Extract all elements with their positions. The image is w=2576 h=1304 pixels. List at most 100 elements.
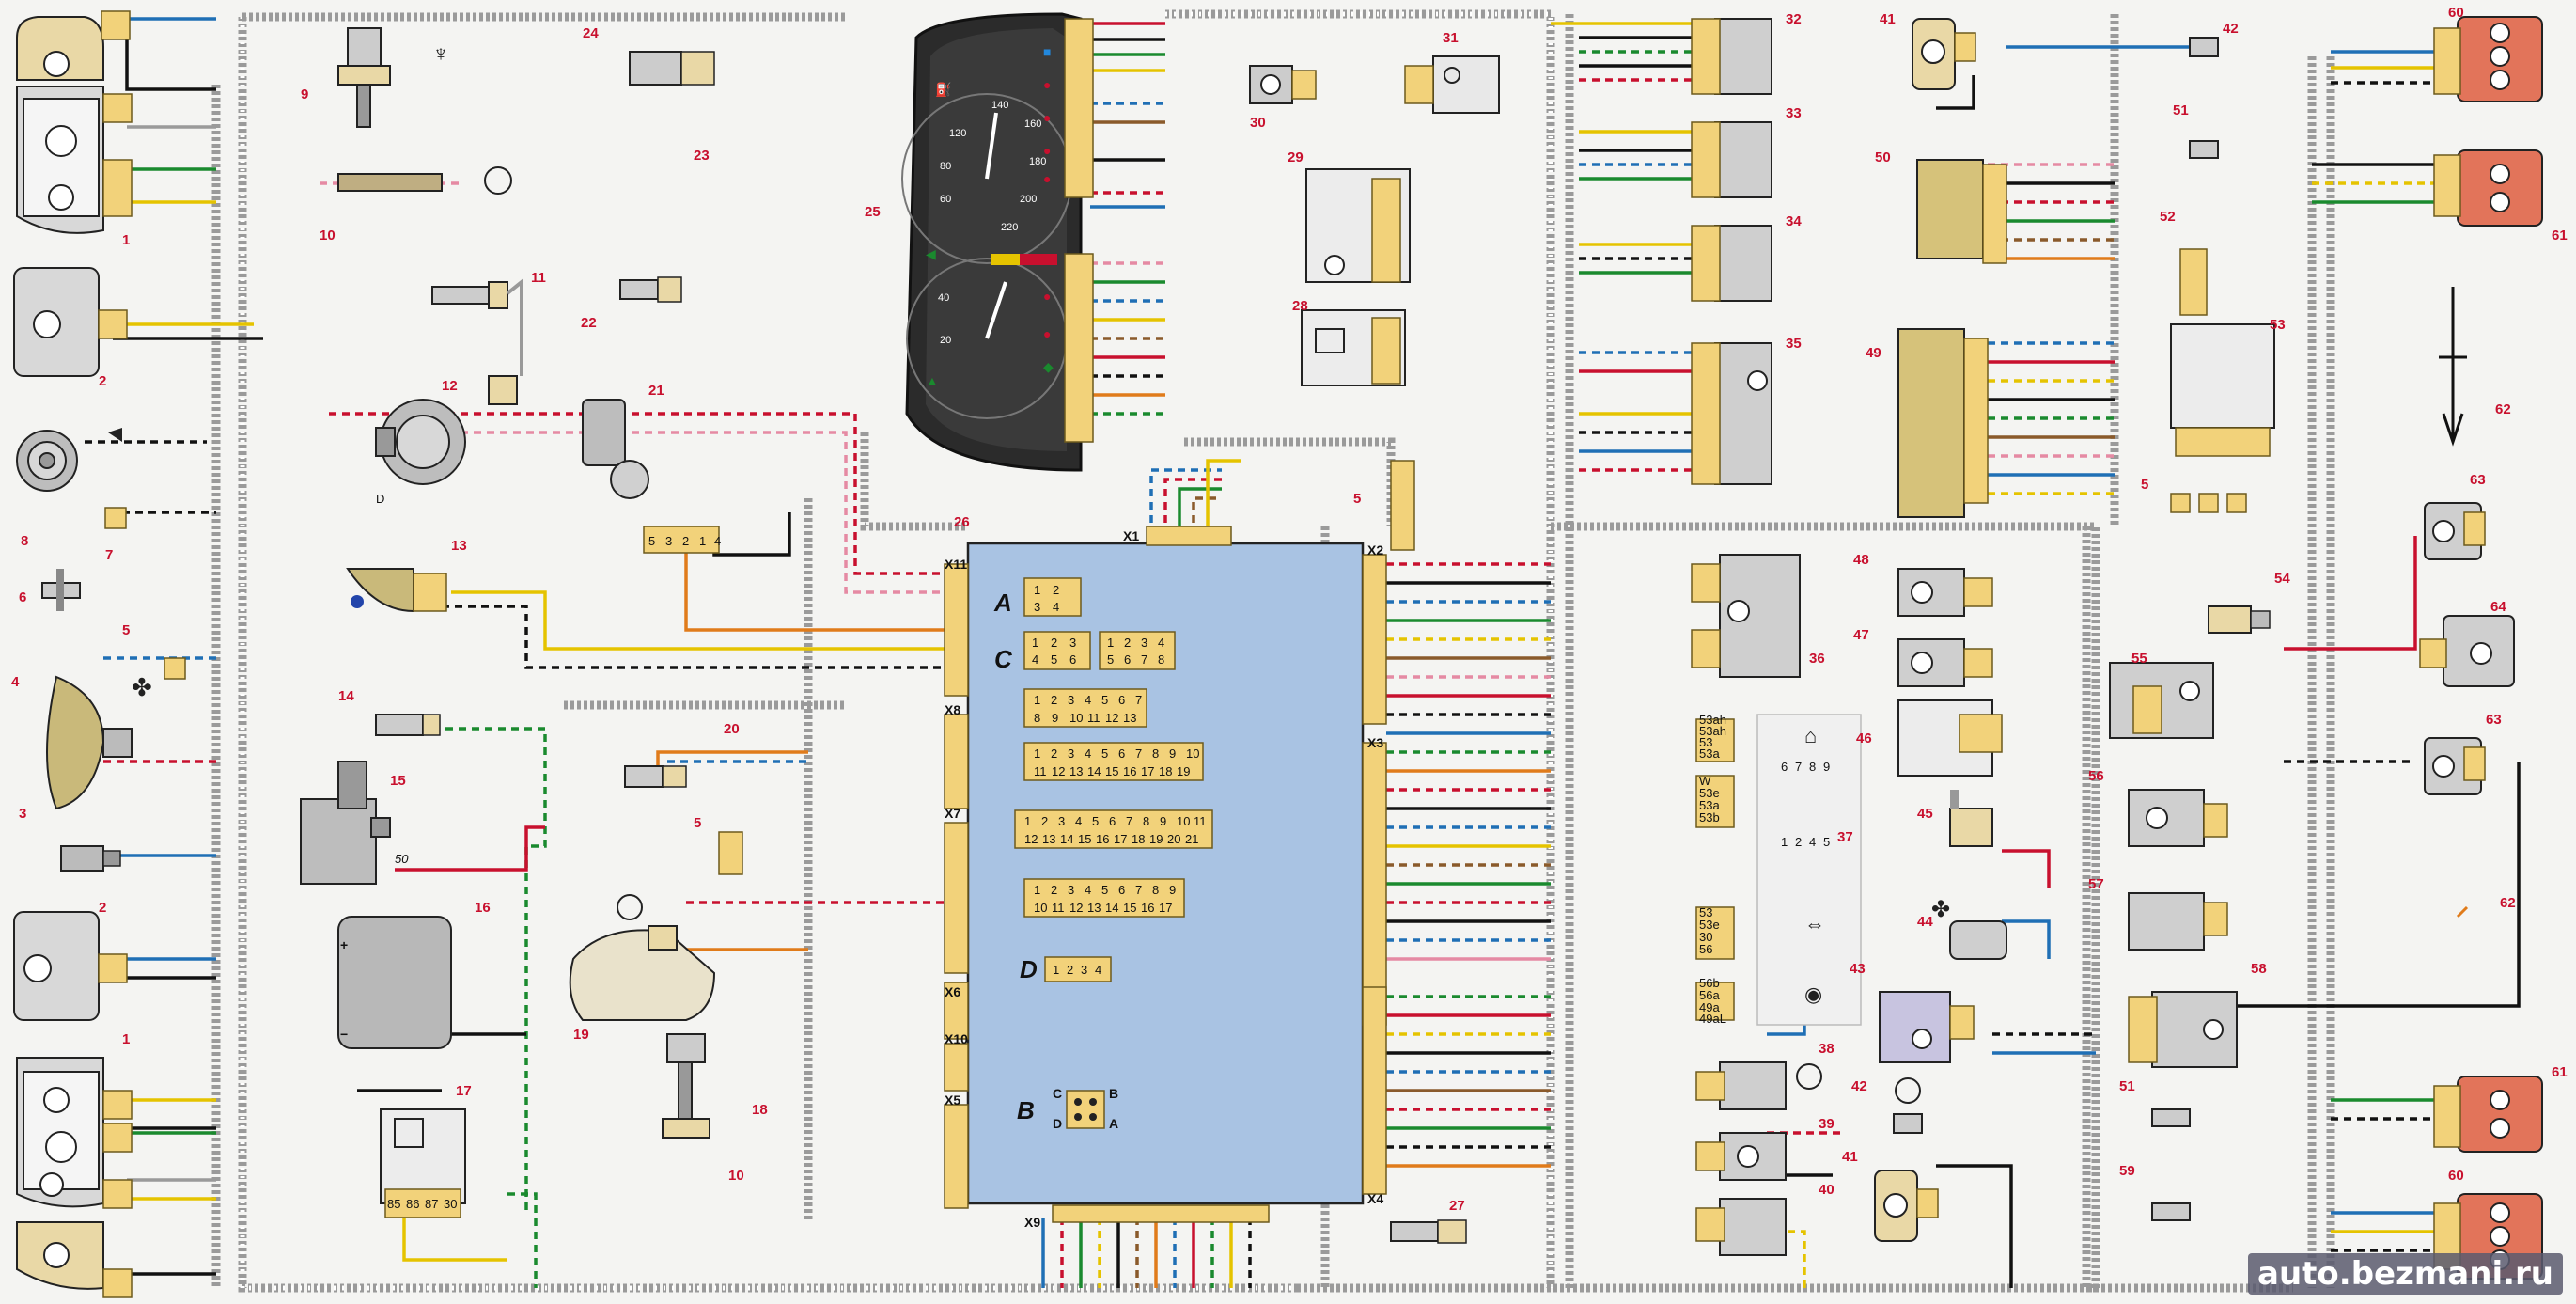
svg-text:X7: X7 — [945, 806, 960, 821]
svg-text:2: 2 — [1124, 636, 1131, 650]
switch-57 — [2128, 892, 2228, 951]
washer-pump-21 — [582, 399, 649, 499]
mb-row-1-top-pin: 6 — [1118, 693, 1125, 707]
svg-text:6: 6 — [1069, 652, 1076, 667]
mb-row-2-top-pin: 10 — [1186, 746, 1199, 761]
harness-bundles — [211, 9, 2335, 1293]
mb-row-2-top-pin: 3 — [1068, 746, 1074, 761]
svg-text:X11: X11 — [945, 557, 967, 572]
component-number-46: 46 — [1856, 731, 1872, 746]
relay-35 — [1691, 342, 1772, 485]
mb-row-4-top-pin: 8 — [1152, 883, 1159, 897]
component-number-37: 37 — [1837, 829, 1853, 845]
switch-37-pin: 49aL — [1699, 1012, 1726, 1026]
horn-icon — [16, 428, 122, 492]
mb-row-4-top-pin: 6 — [1118, 883, 1125, 897]
switch-37-pin: 53a — [1699, 798, 1720, 812]
component-number-5: 5 — [122, 622, 130, 638]
component-number-62: 62 — [2495, 401, 2511, 417]
svg-text:8: 8 — [1809, 760, 1816, 774]
svg-text:3: 3 — [1081, 963, 1087, 977]
svg-text:X6: X6 — [945, 984, 960, 999]
svg-text:1: 1 — [1781, 835, 1788, 849]
component-number-58: 58 — [2251, 961, 2267, 977]
lamp-48 — [1897, 568, 1993, 617]
mb-row-4-top-pin: 5 — [1101, 883, 1108, 897]
component-number-18: 18 — [752, 1102, 768, 1118]
lamp-63-top — [2424, 502, 2486, 560]
switch-37-pin: 53e — [1699, 918, 1720, 932]
component-number-27: 27 — [1449, 1198, 1465, 1214]
mb-row-2-bottom-pin: 17 — [1141, 764, 1154, 778]
svg-text:6: 6 — [1781, 760, 1788, 774]
wiper-icon: ⌂ — [1804, 724, 1817, 747]
relay-46 — [1897, 699, 2003, 777]
lamp-56 — [2128, 789, 2228, 847]
component-number-55: 55 — [2131, 651, 2147, 667]
plate-lamp-41-top — [1912, 18, 1976, 90]
component-number-62-2: 62 — [2500, 895, 2516, 911]
mb-row-2-top-pin: 1 — [1034, 746, 1040, 761]
component-number-51: 51 — [2173, 102, 2189, 118]
svg-text:9: 9 — [1823, 760, 1830, 774]
svg-text:220: 220 — [1001, 222, 1018, 233]
component-number-2-2: 2 — [99, 900, 106, 916]
mb-row-1-bottom-pin: 10 — [1069, 711, 1083, 725]
component-number-35: 35 — [1786, 336, 1802, 352]
component-number-26: 26 — [954, 514, 970, 530]
mb-row-3-top-pin: 11 — [1194, 814, 1207, 828]
svg-text:2: 2 — [1053, 583, 1059, 597]
component-number-14: 14 — [338, 688, 354, 704]
switch-38 — [1695, 1061, 1822, 1110]
mb-row-2-top-pin: 6 — [1118, 746, 1125, 761]
switch-37-pin: 56 — [1699, 942, 1712, 956]
svg-text:2: 2 — [1795, 835, 1802, 849]
washer-motor-9: ♆ — [337, 27, 449, 128]
svg-text:3: 3 — [1069, 636, 1076, 650]
component-number-16: 16 — [475, 900, 491, 916]
mb-row-1-top-pin: 2 — [1051, 693, 1057, 707]
svg-text:7: 7 — [1795, 760, 1802, 774]
svg-text:●: ● — [1043, 289, 1051, 304]
mb-row-1-bottom-pin: 12 — [1105, 711, 1118, 725]
svg-text:1: 1 — [1107, 636, 1114, 650]
connector-7 — [104, 507, 127, 529]
mb-row-4-bottom-pin: 13 — [1087, 901, 1101, 915]
mb-row-4-top-pin: 7 — [1135, 883, 1142, 897]
switch-42-bottom — [1893, 1077, 1923, 1134]
mb-row-4 — [1023, 878, 1185, 918]
mb-row-1-top-pin: 5 — [1101, 693, 1108, 707]
ground-62 — [2439, 287, 2469, 919]
component-number-63: 63 — [2470, 472, 2486, 488]
component-number-51-2: 51 — [2119, 1078, 2135, 1094]
component-number-60: 60 — [2448, 5, 2464, 21]
mb-row-2-bottom-pin: 14 — [1087, 764, 1101, 778]
lamp-47 — [1897, 638, 1993, 687]
component-number-22: 22 — [581, 315, 597, 331]
relay-pin-87: 87 — [425, 1197, 438, 1211]
mb-row-2-bottom-pin: 16 — [1123, 764, 1136, 778]
component-number-57: 57 — [2088, 876, 2104, 892]
mb-row-1-bottom-pin: 9 — [1052, 711, 1058, 725]
fog-light-top — [13, 267, 128, 377]
starter-15: 50 — [300, 761, 409, 885]
svg-text:3: 3 — [1141, 636, 1147, 650]
mb-row-2 — [1023, 742, 1204, 781]
component-number-61: 61 — [2552, 228, 2568, 244]
relay-33 — [1691, 121, 1772, 198]
svg-text:4: 4 — [1095, 963, 1101, 977]
component-number-41: 41 — [1880, 11, 1896, 27]
component-number-39: 39 — [1819, 1116, 1834, 1132]
svg-text:3: 3 — [1034, 600, 1040, 614]
mb-row-2-bottom-pin: 19 — [1177, 764, 1190, 778]
component-number-34: 34 — [1786, 213, 1802, 229]
washer-icon: ♆ — [432, 41, 449, 67]
rear-lamp-61-bottom — [2433, 1076, 2543, 1153]
svg-text:X1: X1 — [1123, 528, 1139, 543]
component-number-28: 28 — [1292, 298, 1308, 314]
brake-fluid-tank-19 — [569, 894, 716, 1021]
component-number-20: 20 — [724, 721, 740, 737]
component-number-labels: 1122345555678910101112131415161718192021… — [11, 5, 2568, 1214]
mb-row-4-bottom-pin: 15 — [1123, 901, 1136, 915]
switch-37-pin: 53ah — [1699, 724, 1726, 738]
